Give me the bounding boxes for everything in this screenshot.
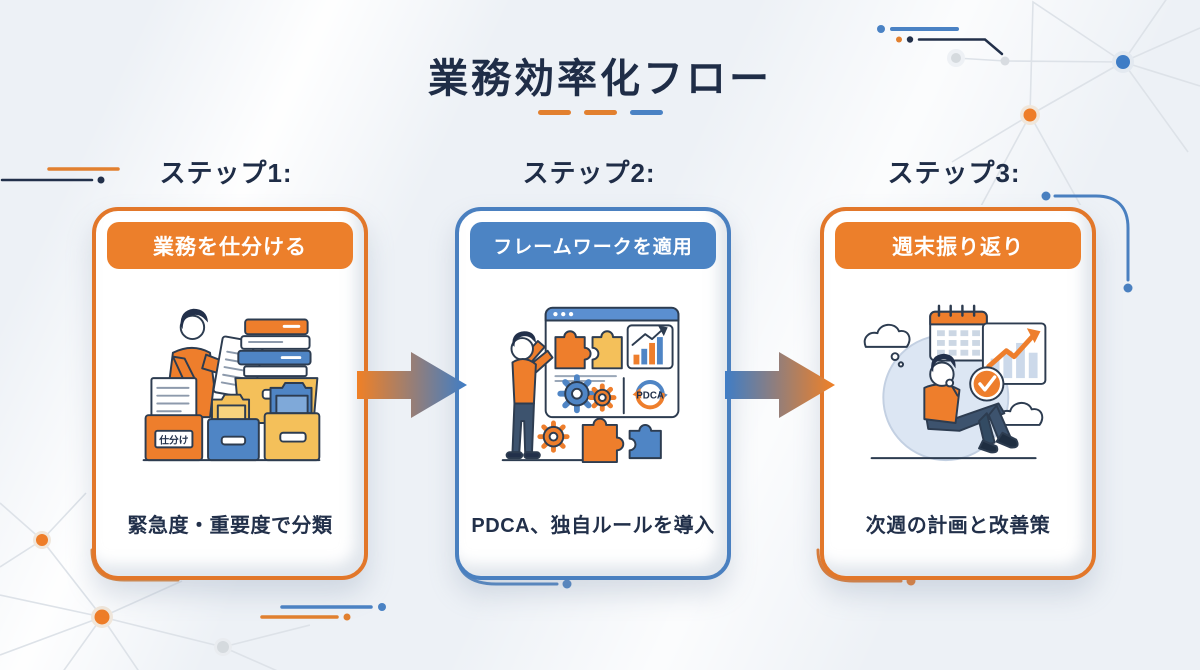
step-1-caption: 緊急度・重要度で分類 — [127, 515, 333, 537]
divider-dash-orange-2 — [583, 110, 617, 115]
step-3-label: ステップ3: — [887, 158, 1021, 188]
step-1-label: ステップ1: — [159, 158, 293, 188]
title-divider — [0, 110, 1200, 115]
divider-dash-orange-1 — [537, 110, 571, 115]
step-2-card: フレームワークを適用 — [455, 207, 731, 580]
step-1-header: 業務を仕分ける — [107, 222, 353, 269]
step-2-caption: PDCA、独自ルールを導入 — [471, 515, 715, 537]
framework-apply-illustration: PDCA — [459, 277, 727, 487]
step-2-header: フレームワークを適用 — [470, 222, 716, 269]
divider-dash-blue — [629, 110, 663, 115]
step-3-header: 週末振り返り — [835, 222, 1081, 269]
task-sorting-illustration: 仕分け — [96, 277, 364, 487]
sort-box-label: 仕分け — [158, 434, 188, 447]
step-1-card: 業務を仕分ける — [92, 207, 368, 580]
weekly-review-illustration — [824, 277, 1092, 487]
step-2-label: ステップ2: — [522, 158, 656, 188]
flow-arrow-1-icon — [357, 352, 467, 418]
step-3-card: 週末振り返り — [820, 207, 1096, 580]
flow-arrow-2-icon — [725, 352, 835, 418]
pdca-label: PDCA — [636, 391, 664, 402]
page-title: 業務効率化フロー — [428, 57, 772, 101]
step-3-caption: 次週の計画と改善策 — [865, 515, 1051, 537]
